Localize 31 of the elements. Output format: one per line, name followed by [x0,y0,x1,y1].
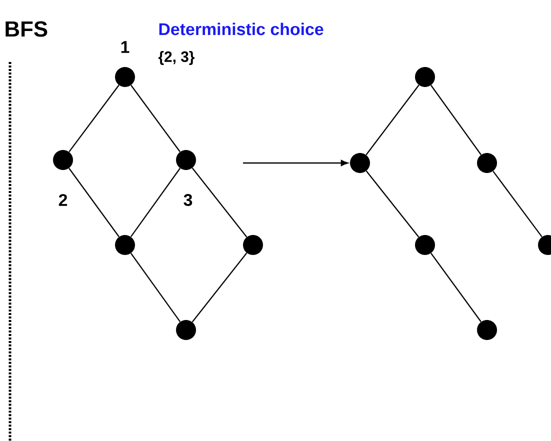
graph-vertex [243,235,263,255]
choice-set: {2, 3} [158,51,195,65]
graph-edge [130,252,181,322]
vertex-number: 2 [58,194,68,206]
graph-vertex [115,67,135,87]
vertex-number: 1 [121,41,130,53]
graph-edge [492,170,542,238]
heading: Deterministic choice [159,22,324,36]
graph-vertex [176,320,196,340]
graph-vertex [115,235,135,255]
graph-edge [366,170,420,238]
graph-vertex [477,153,497,173]
graph-vertex [53,150,73,170]
graph-edge [366,84,420,156]
graph-edge [430,84,482,156]
arrow [243,160,348,166]
graph-vertex [350,153,370,173]
graph-vertex [477,320,497,340]
graph-vertex [415,235,435,255]
graph-edge [192,168,248,238]
graph-edge [130,168,181,238]
vertex-number: 3 [184,194,192,206]
graph-edge [68,84,120,152]
graph-edge [430,252,482,322]
graph-edge [130,84,180,152]
graph-vertex [415,67,435,87]
bfs-heading: BFS [6,21,48,37]
graph-edge [192,252,248,322]
graph-edge [68,168,120,238]
graph-vertex [538,235,551,255]
graph-vertex [176,150,196,170]
